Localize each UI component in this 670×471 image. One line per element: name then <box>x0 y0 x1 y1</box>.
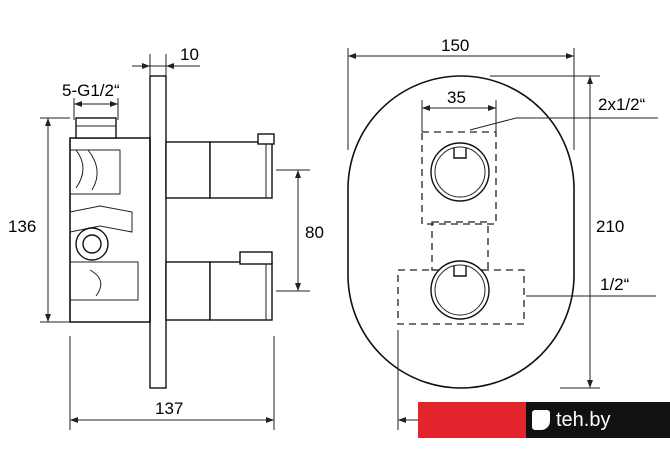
upper-knob-notch <box>453 148 467 159</box>
lower-knob-outer <box>430 260 490 320</box>
dim-height-label: 136 <box>8 217 36 236</box>
side-view: 5-G1/2“ 10 136 80 137 <box>8 45 324 430</box>
dim-spindle-dist-arrows <box>422 105 496 111</box>
upper-outlets-label: 2x1/2“ <box>598 95 646 114</box>
lower-knob-inner <box>434 264 486 316</box>
watermark-red-band <box>418 402 526 438</box>
front-view: 150 35 210 2x1/2“ 1/2“ 97 <box>347 36 658 430</box>
lower-spindle-cap <box>209 261 273 321</box>
round-port-inner <box>82 234 102 254</box>
middle-block <box>69 205 133 233</box>
dim-spindle-label: 80 <box>305 223 324 242</box>
lower-outlet-label: 1/2“ <box>600 275 630 294</box>
dim-plate-arrows <box>142 63 174 69</box>
lower-port <box>70 261 139 301</box>
dim-depth-label: 137 <box>155 399 183 418</box>
upper-spindle-tab <box>257 133 275 145</box>
upper-spindle-sleeve <box>165 141 211 199</box>
upper-outlet-leader <box>469 117 517 131</box>
lower-spindle-sleeve <box>165 261 211 321</box>
upper-port <box>70 149 121 195</box>
upper-spindle-cap <box>209 141 273 199</box>
upper-port-detail-2 <box>87 149 98 191</box>
dim-lower-arrow <box>398 417 406 423</box>
watermark-text: teh.by <box>556 408 611 431</box>
dim-front-height-label: 210 <box>596 217 624 236</box>
lower-knob-notch <box>453 266 467 277</box>
upper-knob-inner <box>434 146 486 198</box>
dim-spindle-dist-label: 35 <box>447 88 466 107</box>
lower-port-detail <box>89 269 102 297</box>
upper-port-detail <box>75 149 84 189</box>
upper-outlet-box <box>421 131 497 225</box>
thread-fitting <box>75 117 117 139</box>
dim-thread-label: 5-G1/2“ <box>62 81 120 100</box>
dim-plate-label: 10 <box>180 45 199 64</box>
lower-spindle-tab <box>239 251 273 265</box>
watermark-dark-band: teh.by <box>526 402 670 438</box>
wall-plate <box>149 75 167 389</box>
upper-knob-outer <box>430 142 490 202</box>
valve-body <box>69 137 151 323</box>
dim-width-label: 150 <box>441 36 469 55</box>
oval-cover-plate <box>347 75 575 389</box>
teh-logo-icon <box>532 410 550 430</box>
teh-by-watermark: teh.by <box>418 402 670 438</box>
